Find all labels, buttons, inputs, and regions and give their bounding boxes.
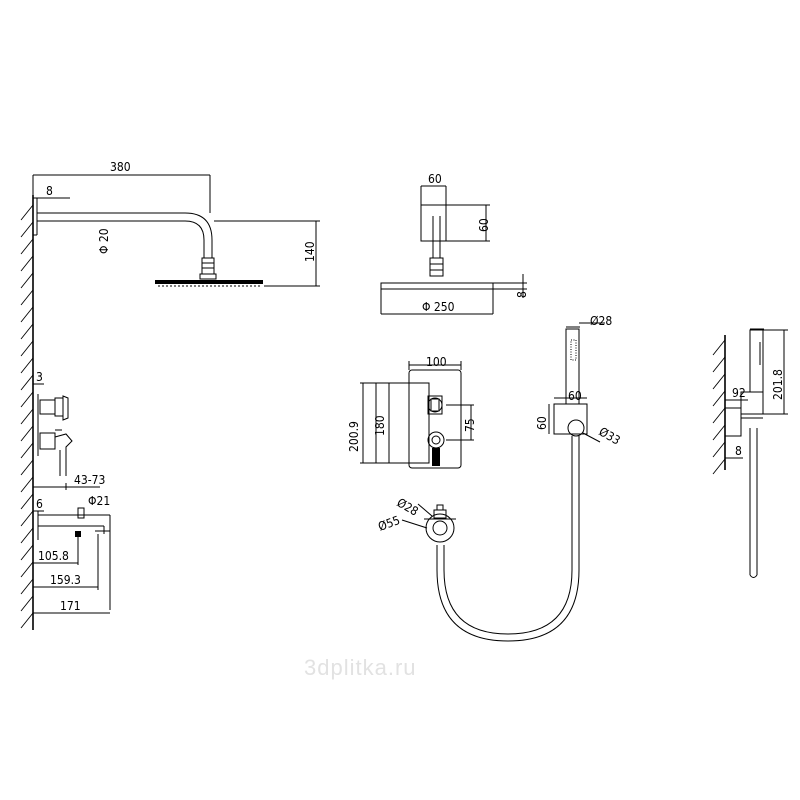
dim-arm-width: 380 <box>110 160 131 174</box>
dim-holder-width: 60 <box>568 389 582 403</box>
dim-hand-wall: 8 <box>735 444 742 458</box>
dim-outlet-inner: Ø28 <box>395 495 421 518</box>
dim-hand-length: 201.8 <box>771 369 785 400</box>
dim-handle-diameter: Ø28 <box>590 314 612 328</box>
dim-mount-height: 60 <box>477 218 491 232</box>
dim-head-diameter: Φ 250 <box>422 300 455 314</box>
dim-valve-plate: 180 <box>373 415 387 436</box>
dim-hand-offset: 92 <box>732 386 746 400</box>
shower-head-front: 60 60 Φ 250 8 <box>380 172 529 315</box>
left-wall <box>20 195 34 630</box>
dim-valve-width: 100 <box>426 355 447 369</box>
valve-front: 100 200.9 180 75 <box>347 355 477 469</box>
dim-plate-offset: 3 <box>36 370 43 384</box>
hand-shower-side: 92 201.8 8 <box>724 328 788 578</box>
dim-wall-offset: 8 <box>46 184 53 198</box>
watermark: 3dplitka.ru <box>304 655 417 680</box>
hand-shower-assembly: Ø28 60 60 Ø33 Ø28 Ø55 <box>376 314 623 642</box>
dim-holder-diameter: Ø33 <box>597 424 623 447</box>
arm-dimensions: 380 8 Φ 20 140 <box>32 160 320 287</box>
shower-arm-side <box>33 197 263 287</box>
dim-spout-diameter: Φ21 <box>88 494 110 508</box>
dim-mount-width: 60 <box>428 172 442 186</box>
right-wall <box>712 335 726 475</box>
dim-head-thickness: 8 <box>515 291 529 298</box>
dim-spout-wall: 6 <box>36 497 43 511</box>
dim-valve-overall: 200.9 <box>347 421 361 452</box>
dim-depth-range: 43-73 <box>74 473 105 487</box>
dim-spout-length: 171 <box>60 599 81 613</box>
dim-outlet-outer: Ø55 <box>376 513 402 534</box>
valve-side: 3 43-73 <box>33 370 105 490</box>
dim-spout-mid: 159.3 <box>50 573 81 587</box>
dim-valve-spacing: 75 <box>463 418 477 432</box>
dim-spout-outlet: 105.8 <box>38 549 69 563</box>
spout-side: 6 Φ21 105.8 159.3 171 <box>33 494 111 614</box>
dim-holder-height: 60 <box>535 416 549 430</box>
dim-head-height: 140 <box>303 241 317 262</box>
dim-arm-diameter: Φ 20 <box>97 228 111 254</box>
